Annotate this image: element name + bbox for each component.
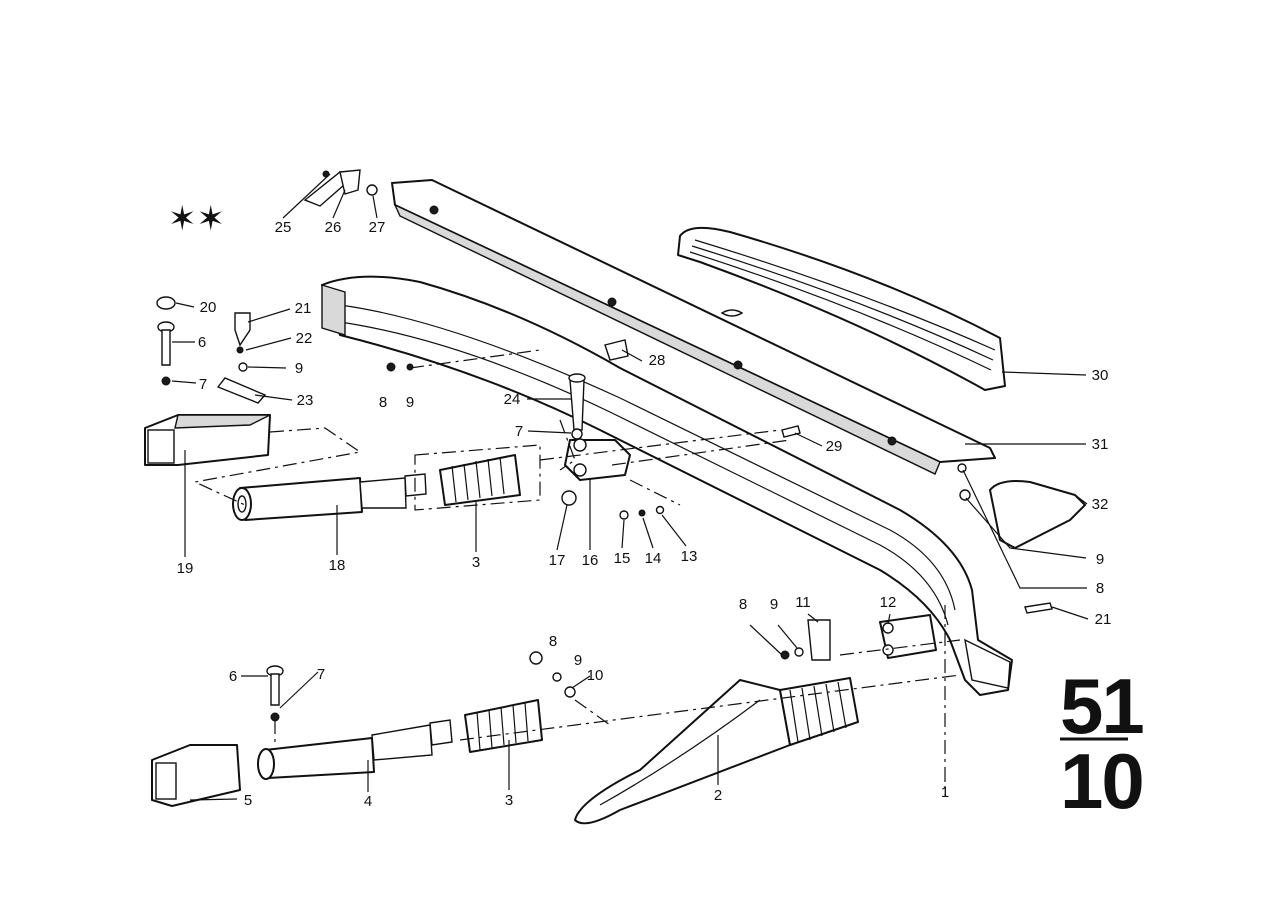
callout-c14: 14 (645, 550, 662, 567)
star-marks: ✶✶ (168, 199, 225, 239)
callout-c23: 23 (297, 392, 314, 409)
callout-c11: 11 (795, 594, 811, 611)
part-30-rubber-strip (677, 226, 1006, 391)
callout-c9e: 9 (574, 652, 582, 669)
callout-c25: 25 (275, 219, 292, 236)
callout-c8c: 8 (739, 596, 747, 613)
callout-c1: 1 (941, 784, 949, 801)
callout-c9b: 9 (406, 394, 414, 411)
part-31-bumper-rail (391, 179, 996, 475)
part-18-shock-tube-upper (232, 473, 427, 521)
callout-c31: 31 (1092, 436, 1109, 453)
part-3-bellows-lower (464, 699, 543, 753)
callout-c5: 5 (244, 792, 252, 809)
callout-c8b: 8 (1096, 580, 1104, 597)
callout-c8d: 8 (549, 633, 557, 650)
callout-c26: 26 (325, 219, 342, 236)
parts-11-12-brackets (807, 614, 937, 661)
callout-c3a: 3 (472, 554, 480, 571)
part-3-bellows-upper (439, 454, 521, 506)
group-sub-number: 10 (1060, 737, 1143, 825)
callout-c24: 24 (504, 391, 521, 408)
callout-c4: 4 (364, 793, 372, 810)
callout-c2: 2 (714, 787, 722, 804)
callout-c29: 29 (826, 438, 843, 455)
callout-c7a: 7 (199, 376, 207, 393)
callout-c28: 28 (649, 352, 666, 369)
callout-c6a: 6 (198, 334, 206, 351)
part-19-housing-upper (144, 414, 271, 466)
hardware-lower (266, 463, 1053, 722)
callout-c21b: 21 (1095, 611, 1112, 628)
group-number-block: 51 10 (1060, 662, 1145, 825)
part-4-shock-tube-lower (257, 719, 453, 780)
callout-c30: 30 (1092, 367, 1109, 384)
callout-c8a: 8 (379, 394, 387, 411)
part-5-housing-lower (151, 744, 241, 807)
callout-c12: 12 (880, 594, 897, 611)
callout-c9c: 9 (1096, 551, 1104, 568)
parts-25-27-fasteners (303, 169, 378, 207)
part-29-bolt (781, 425, 801, 438)
callout-c3b: 3 (505, 792, 513, 809)
part-2-overrider (574, 677, 859, 825)
callout-c9a: 9 (295, 360, 303, 377)
callout-c10: 10 (587, 667, 604, 684)
group-main-number: 51 (1060, 662, 1143, 750)
callout-c21a: 21 (295, 300, 312, 317)
callout-c7b: 7 (515, 423, 523, 440)
hardware-upper-left (156, 296, 665, 520)
callout-c15: 15 (614, 550, 631, 567)
callout-c16: 16 (582, 552, 599, 569)
leader-lines (171, 173, 1089, 801)
callout-c9d: 9 (770, 596, 778, 613)
callout-c27: 27 (369, 219, 386, 236)
part-28-clip (604, 339, 629, 361)
callout-c20: 20 (200, 299, 217, 316)
callout-c17: 17 (549, 552, 566, 569)
callout-c19: 19 (177, 560, 194, 577)
callout-c22: 22 (296, 330, 313, 347)
part-32-end-cap (989, 480, 1086, 549)
assembly-lines (193, 349, 961, 795)
callout-c32: 32 (1092, 496, 1109, 513)
callout-c13: 13 (681, 548, 698, 565)
callout-c6b: 6 (229, 668, 237, 685)
callout-c7c: 7 (317, 666, 325, 683)
callout-c18: 18 (329, 557, 346, 574)
part-16-bracket (564, 438, 631, 481)
